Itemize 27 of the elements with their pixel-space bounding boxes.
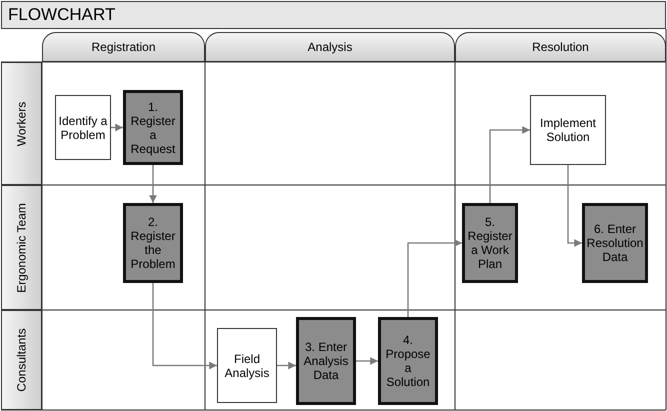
process-box: Implement Solution (530, 95, 606, 165)
lane-title: Workers (15, 100, 28, 148)
lane-header (1, 62, 42, 185)
process-box: 1. Register a Request (123, 90, 183, 165)
process-box: Identify a Problem (55, 95, 111, 160)
arrow (356, 357, 378, 365)
arrow (567, 165, 582, 247)
arrow (149, 165, 157, 203)
lane-header (1, 185, 42, 310)
lane-title: Ergonomic Team (15, 202, 28, 294)
arrow (407, 239, 462, 317)
lane-header-tab: Analysis (205, 32, 455, 62)
arrow (152, 283, 217, 370)
arrow (489, 126, 530, 203)
process-box: 4. Propose a Solution (378, 317, 438, 405)
lane-header-tab: Registration (42, 32, 205, 62)
process-box: Field Analysis (217, 328, 277, 403)
lane-title: Consultants (15, 327, 28, 394)
arrow (111, 124, 123, 132)
process-box: 6. Enter Resolution Data (582, 203, 648, 283)
process-box: 5. Register a Work Plan (462, 203, 518, 283)
lane-header (1, 310, 42, 410)
process-box: 2. Register the Problem (123, 203, 183, 283)
arrow (277, 362, 296, 370)
lane-header-tab: Resolution (455, 32, 666, 62)
process-box: 3. Enter Analysis Data (296, 317, 356, 405)
title-bar: FLOWCHART (1, 1, 666, 29)
